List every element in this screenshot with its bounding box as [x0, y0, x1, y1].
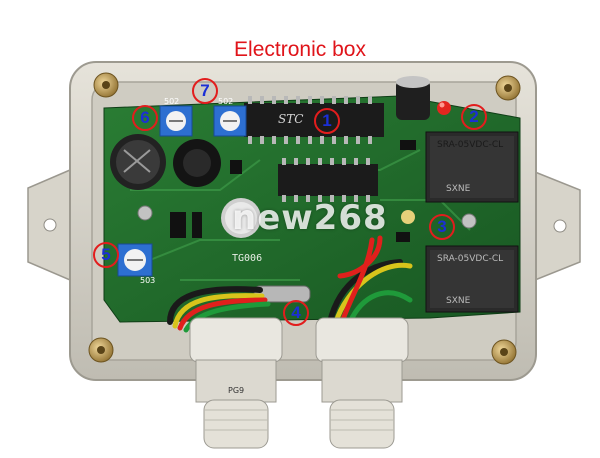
- inductor-coil: [173, 139, 221, 187]
- wires: [167, 235, 413, 333]
- marker-6: 6: [132, 105, 158, 131]
- chip-label: STC: [278, 112, 304, 126]
- small-components: [137, 140, 477, 303]
- status-led: [437, 101, 451, 115]
- marker-3: 3: [429, 214, 455, 240]
- watermark: new268: [232, 198, 388, 238]
- board-label: TG006: [232, 253, 263, 264]
- relay-upper-label: SRA-05VDC-CL: [437, 140, 504, 150]
- relay-lower-brand: SXNE: [446, 296, 471, 306]
- marker-1: 1: [314, 108, 340, 134]
- image-title: Electronic box: [234, 38, 366, 61]
- relay-upper: [425, 131, 519, 203]
- marker-5: 5: [93, 242, 119, 268]
- pot-6-label: 502: [164, 97, 180, 106]
- cable-gland-left: [189, 317, 283, 449]
- relay-upper-brand: SXNE: [446, 184, 471, 194]
- pcb-traces: [130, 149, 471, 281]
- capacitor-center: [221, 198, 261, 238]
- marker-4: 4: [283, 300, 309, 326]
- pot-5-label: 503: [140, 276, 156, 285]
- capacitor-top-right: [396, 76, 430, 120]
- pot-7-label: 502: [218, 97, 234, 106]
- enclosure-flange-left: [27, 168, 71, 282]
- potentiometer-5: [117, 243, 153, 277]
- marker-7: 7: [192, 78, 218, 104]
- gland-label: PG9: [228, 386, 245, 395]
- secondary-ic: [278, 158, 378, 202]
- marker-2: 2: [461, 104, 487, 130]
- potentiometer-6: [159, 105, 193, 137]
- relay-lower: [425, 245, 519, 313]
- relay-lower-label: SRA-05VDC-CL: [437, 254, 504, 264]
- capacitor-large-left: [110, 134, 166, 190]
- enclosure-flange-right: [529, 168, 581, 284]
- potentiometer-7: [213, 105, 247, 137]
- cable-gland-right: [315, 317, 409, 449]
- corner-screws: [88, 72, 521, 365]
